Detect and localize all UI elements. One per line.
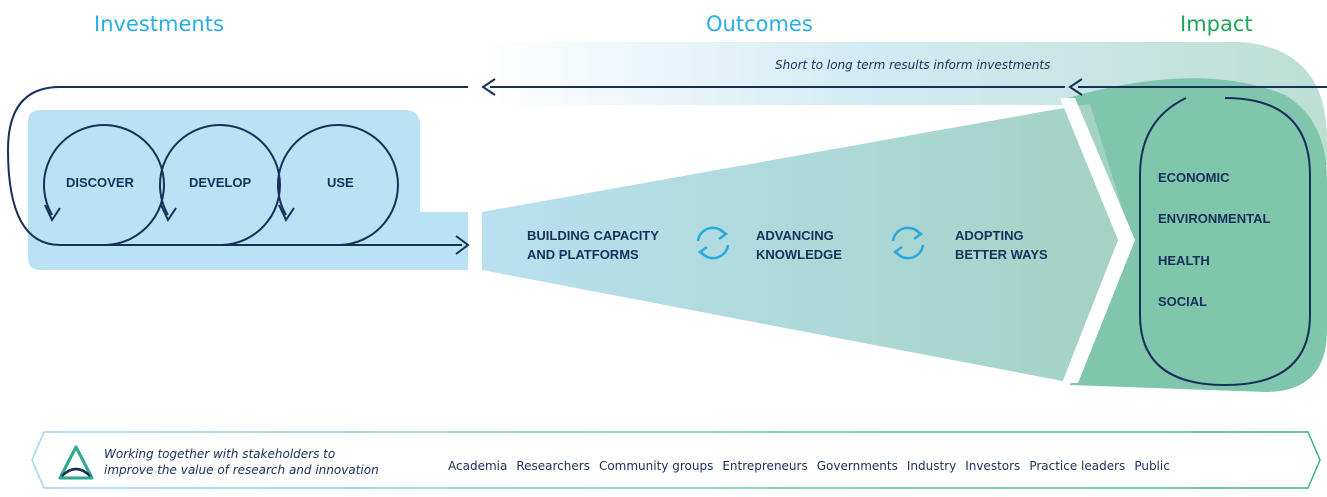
outcome-building-line1: BUILDING CAPACITY xyxy=(527,228,659,243)
refresh-cycle-icon xyxy=(696,226,730,260)
stakeholder-community-groups: Community groups xyxy=(598,459,714,473)
stakeholder-statement-line2: improve the value of research and innova… xyxy=(104,463,379,477)
stage-discover: DISCOVER xyxy=(66,175,135,190)
stage-use: USE xyxy=(327,175,354,190)
funnel-chevron-separator xyxy=(1060,98,1135,383)
impact-health: HEALTH xyxy=(1158,253,1210,268)
investment-loop-arrowhead xyxy=(455,235,470,255)
impact-heading: Impact xyxy=(1180,12,1253,36)
impact-capsule xyxy=(1139,97,1311,387)
stakeholder-statement: Working together with stakeholders to im… xyxy=(104,446,444,478)
stage-develop: DEVELOP xyxy=(189,175,251,190)
outcome-adopting-line2: BETTER WAYS xyxy=(955,247,1048,262)
use-cycle xyxy=(276,124,399,246)
stakeholder-academia: Academia xyxy=(448,459,508,473)
impact-return-arrowhead xyxy=(1068,78,1083,96)
feedback-band xyxy=(480,42,1327,165)
outcomes-funnel xyxy=(482,104,1132,383)
feedback-caption: Short to long term results inform invest… xyxy=(775,58,1050,72)
outcomes-heading: Outcomes xyxy=(706,12,813,36)
stakeholder-logo-icon xyxy=(58,445,94,480)
use-cycle-arrowhead xyxy=(278,204,295,223)
develop-cycle xyxy=(158,124,281,246)
stakeholder-researchers: Researchers xyxy=(516,459,590,473)
outcome-building-line2: AND PLATFORMS xyxy=(527,247,639,262)
impact-background xyxy=(1068,78,1327,392)
stakeholder-governments: Governments xyxy=(816,459,898,473)
investments-heading: Investments xyxy=(94,12,224,36)
stakeholder-practice-leaders: Practice leaders xyxy=(1029,459,1126,473)
discover-cycle xyxy=(42,124,165,246)
impact-economic: ECONOMIC xyxy=(1158,170,1230,185)
develop-cycle-arrowhead xyxy=(160,204,177,223)
investment-loop xyxy=(6,86,468,246)
impact-environmental: ENVIRONMENTAL xyxy=(1158,211,1270,226)
stakeholder-investors: Investors xyxy=(965,459,1021,473)
stakeholder-banner xyxy=(31,431,1321,489)
refresh-cycle-icon xyxy=(891,226,925,260)
outcome-advancing-line1: ADVANCING xyxy=(756,228,834,243)
outcome-advancing-line2: KNOWLEDGE xyxy=(756,247,842,262)
stakeholder-statement-line1: Working together with stakeholders to xyxy=(104,447,336,461)
outcome-adopting-line1: ADOPTING xyxy=(955,228,1024,243)
feedback-arrowhead xyxy=(481,78,496,96)
stakeholder-industry: Industry xyxy=(906,459,957,473)
stakeholder-entrepreneurs: Entrepreneurs xyxy=(722,459,808,473)
stakeholder-group-list: Academia Researchers Community groups En… xyxy=(448,459,1310,473)
discover-cycle-arrowhead xyxy=(44,204,61,223)
investments-box xyxy=(28,110,468,270)
research-impact-diagram: Investments Outcomes Impact Short to lon… xyxy=(6,12,1327,392)
stakeholder-public: Public xyxy=(1134,459,1170,473)
impact-social: SOCIAL xyxy=(1158,294,1207,309)
